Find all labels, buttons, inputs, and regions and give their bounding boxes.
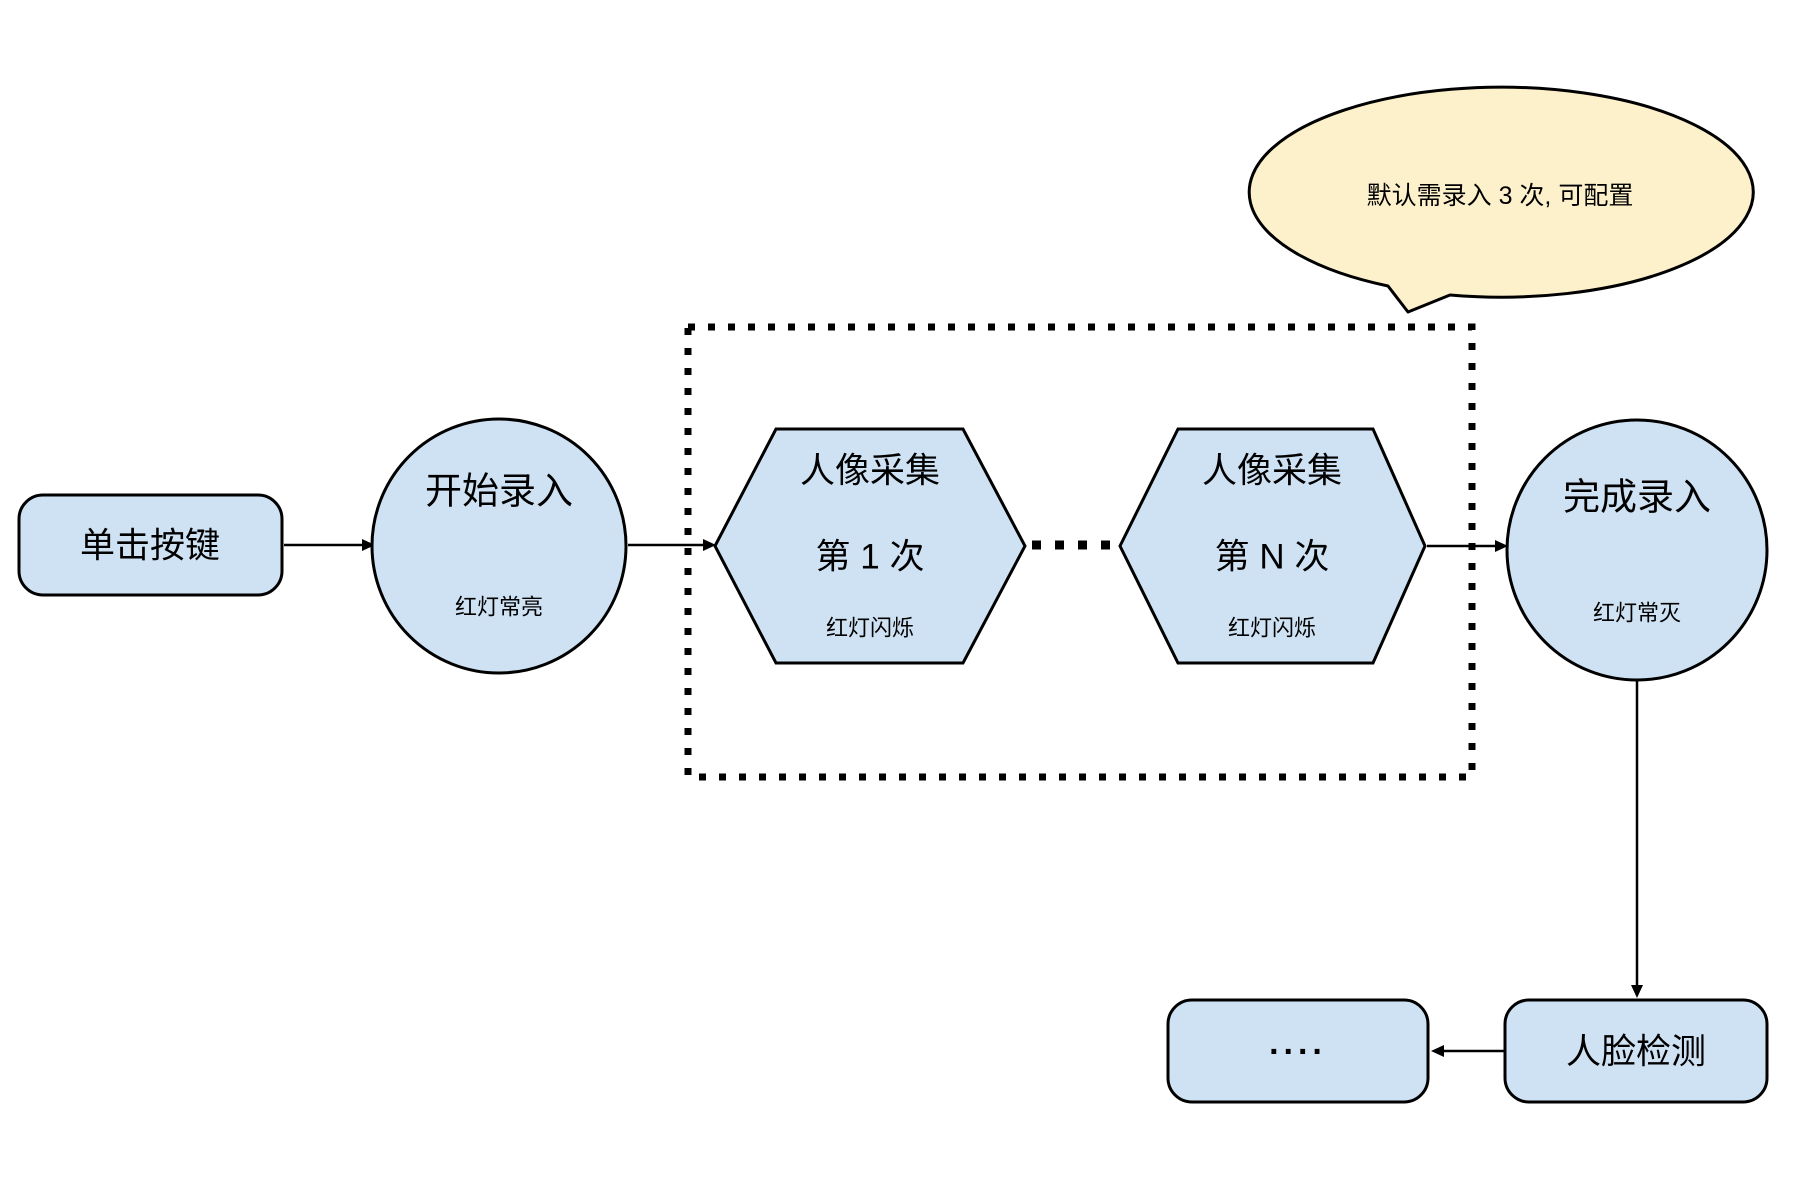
node-continuation-label: ....	[1269, 1024, 1327, 1062]
node-click-button	[17, 493, 284, 597]
node-capture-first-subtitle: 第 1 次	[816, 538, 925, 577]
node-face-detection	[1503, 998, 1769, 1104]
node-capture-first-title: 人像采集	[800, 452, 940, 491]
arrow-capture-to-finish	[1427, 540, 1508, 552]
arrow-face-detection-to-continuation	[1431, 1045, 1504, 1057]
node-finish-enroll-sublabel: 红灯常灭	[1593, 601, 1681, 626]
node-capture-first	[713, 427, 1027, 665]
arrow-click-to-start	[284, 539, 375, 551]
node-start-enroll	[370, 417, 628, 675]
node-capture-nth-subtitle: 第 N 次	[1215, 538, 1330, 577]
node-capture-nth-title: 人像采集	[1202, 452, 1342, 491]
arrow-finish-to-face-detection	[1631, 681, 1643, 998]
callout-text: 默认需录入 3 次, 可配置	[1367, 182, 1634, 210]
node-start-enroll-label: 开始录入	[425, 471, 573, 512]
node-start-enroll-sublabel: 红灯常亮	[455, 595, 543, 620]
callout-bubble	[1247, 85, 1755, 314]
node-capture-nth-sublabel: 红灯闪烁	[1228, 616, 1316, 641]
node-finish-enroll-label: 完成录入	[1563, 477, 1711, 518]
node-finish-enroll	[1505, 418, 1769, 682]
node-capture-first-sublabel: 红灯闪烁	[826, 616, 914, 641]
node-continuation	[1166, 998, 1430, 1104]
node-click-button-label: 单击按键	[80, 527, 220, 566]
loop-boundary-dotted-rect	[684, 323, 1476, 781]
arrow-start-to-capture1	[628, 539, 716, 551]
node-capture-nth	[1118, 427, 1427, 665]
node-face-detection-label: 人脸检测	[1566, 1033, 1706, 1072]
